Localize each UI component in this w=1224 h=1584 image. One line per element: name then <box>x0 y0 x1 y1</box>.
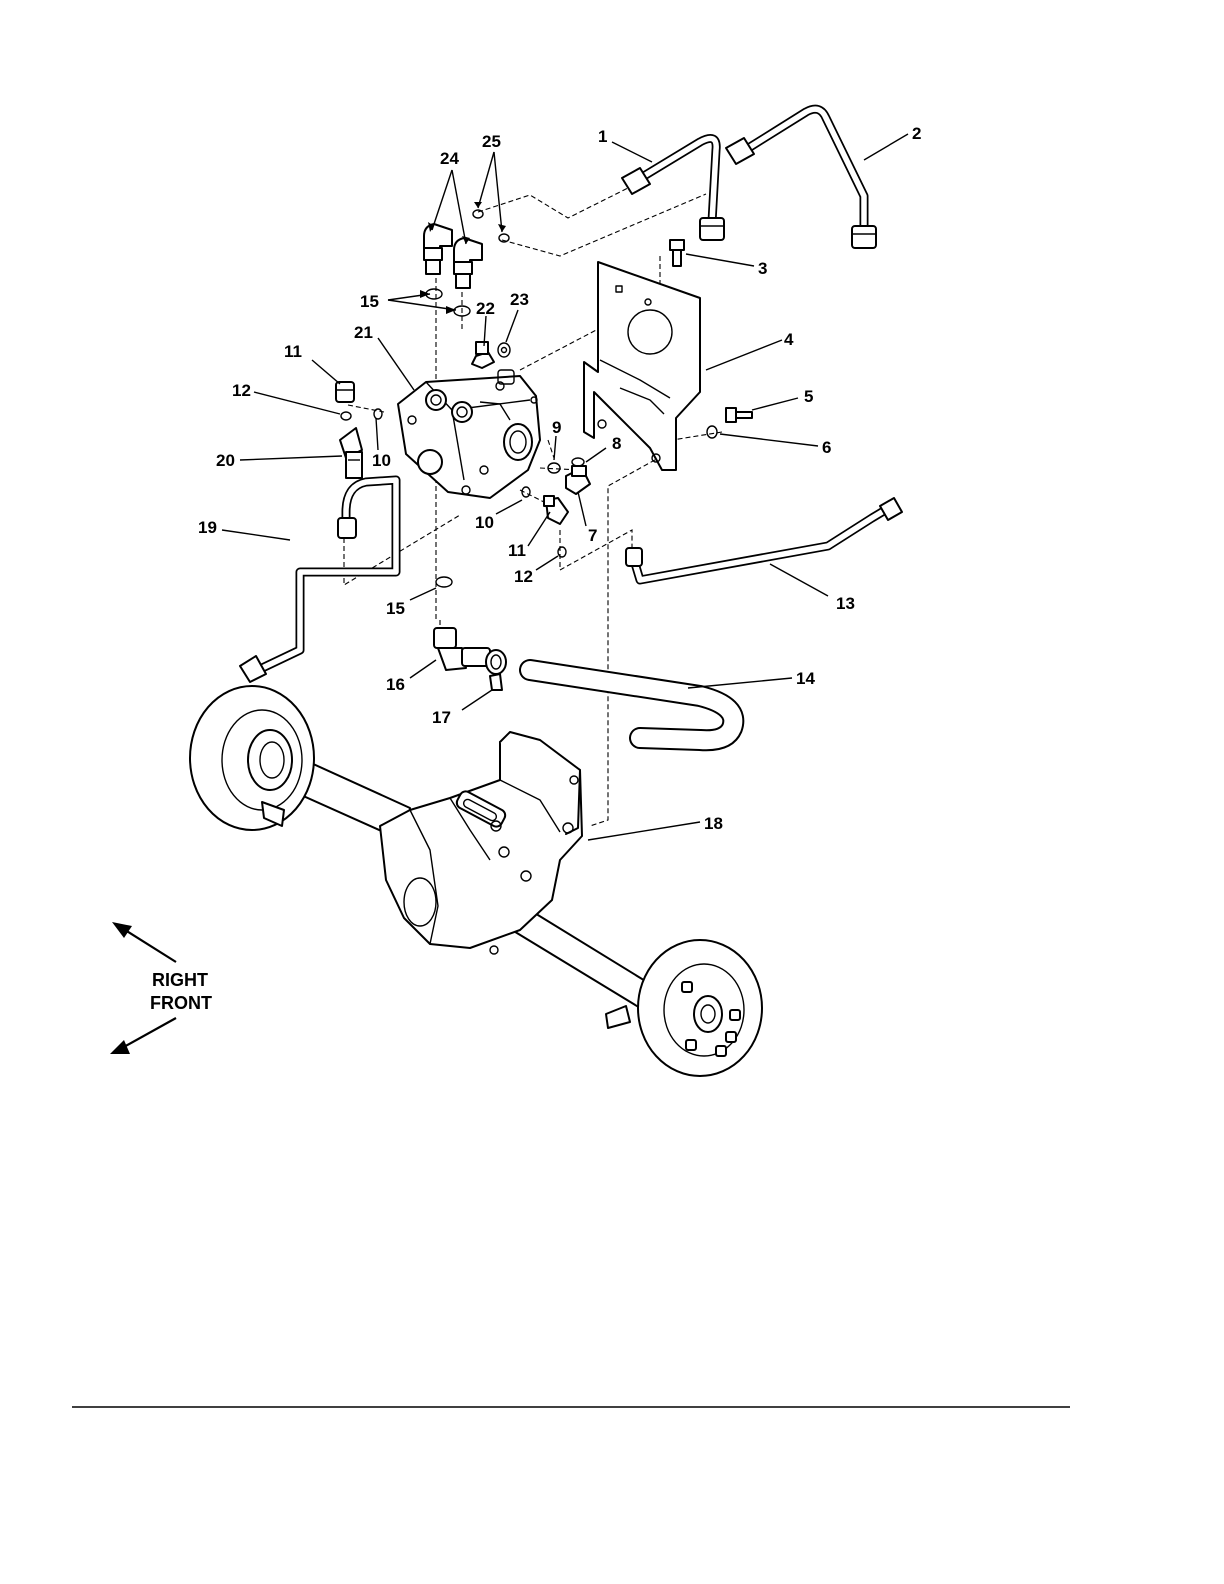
callout-3: 3 <box>758 259 767 278</box>
callout-11-lower: 11 <box>508 541 526 560</box>
callout-24: 24 <box>440 149 459 168</box>
fitting-11-upper <box>336 382 354 402</box>
callout-22: 22 <box>476 299 495 318</box>
hydraulic-tube-1 <box>622 138 724 240</box>
callout-9: 9 <box>552 418 561 437</box>
o-ring-10-upper <box>374 409 382 419</box>
callout-8: 8 <box>612 434 621 453</box>
callout-5: 5 <box>804 387 813 406</box>
hydraulic-pump-21 <box>398 370 540 498</box>
hose-14 <box>530 670 733 740</box>
elbow-fitting-16 <box>434 628 490 670</box>
callout-10-lower: 10 <box>475 513 494 532</box>
bolt-5 <box>726 408 752 422</box>
o-ring-12-lower <box>558 547 566 557</box>
o-ring-8 <box>572 458 584 466</box>
callout-21: 21 <box>354 323 373 342</box>
nut-22 <box>472 342 494 368</box>
hydraulic-tube-2 <box>726 109 876 248</box>
direction-right-label: RIGHT <box>152 970 208 990</box>
hose-clamp-17 <box>486 650 506 690</box>
callout-25: 25 <box>482 132 501 151</box>
callout-20: 20 <box>216 451 235 470</box>
callout-10-upper: 10 <box>372 451 391 470</box>
callout-11-upper: 11 <box>284 342 302 361</box>
callout-14: 14 <box>796 669 815 688</box>
elbow-fitting-11-lower <box>544 496 568 524</box>
callout-6: 6 <box>822 438 831 457</box>
arrow-right-icon <box>112 922 132 938</box>
callout-17: 17 <box>432 708 451 727</box>
callout-13: 13 <box>836 594 855 613</box>
callout-15-upper: 15 <box>360 292 379 311</box>
arrow-front-icon <box>110 1040 130 1054</box>
hydraulic-tube-13 <box>626 498 902 580</box>
callout-7: 7 <box>588 526 597 545</box>
direction-front-label: FRONT <box>150 993 212 1013</box>
washer-23 <box>498 343 510 357</box>
callout-4: 4 <box>784 330 794 349</box>
elbow-fittings-24 <box>424 224 482 288</box>
direction-indicator: RIGHT FRONT <box>110 922 212 1054</box>
hose-fitting-20 <box>340 428 362 478</box>
callout-19: 19 <box>198 518 217 537</box>
callout-1: 1 <box>598 127 607 146</box>
hydraulic-tube-19 <box>240 480 396 682</box>
callout-16: 16 <box>386 675 405 694</box>
callout-15-lower: 15 <box>386 599 405 618</box>
callout-23: 23 <box>510 290 529 309</box>
o-ring-12-upper <box>341 412 351 420</box>
callout-2: 2 <box>912 124 921 143</box>
callout-18: 18 <box>704 814 723 833</box>
elbow-fitting-7 <box>566 466 590 494</box>
washer-6 <box>707 426 717 438</box>
callout-12-upper: 12 <box>232 381 251 400</box>
callout-12-lower: 12 <box>514 567 533 586</box>
bolt-3 <box>670 240 684 266</box>
mounting-plate-4 <box>584 262 700 470</box>
